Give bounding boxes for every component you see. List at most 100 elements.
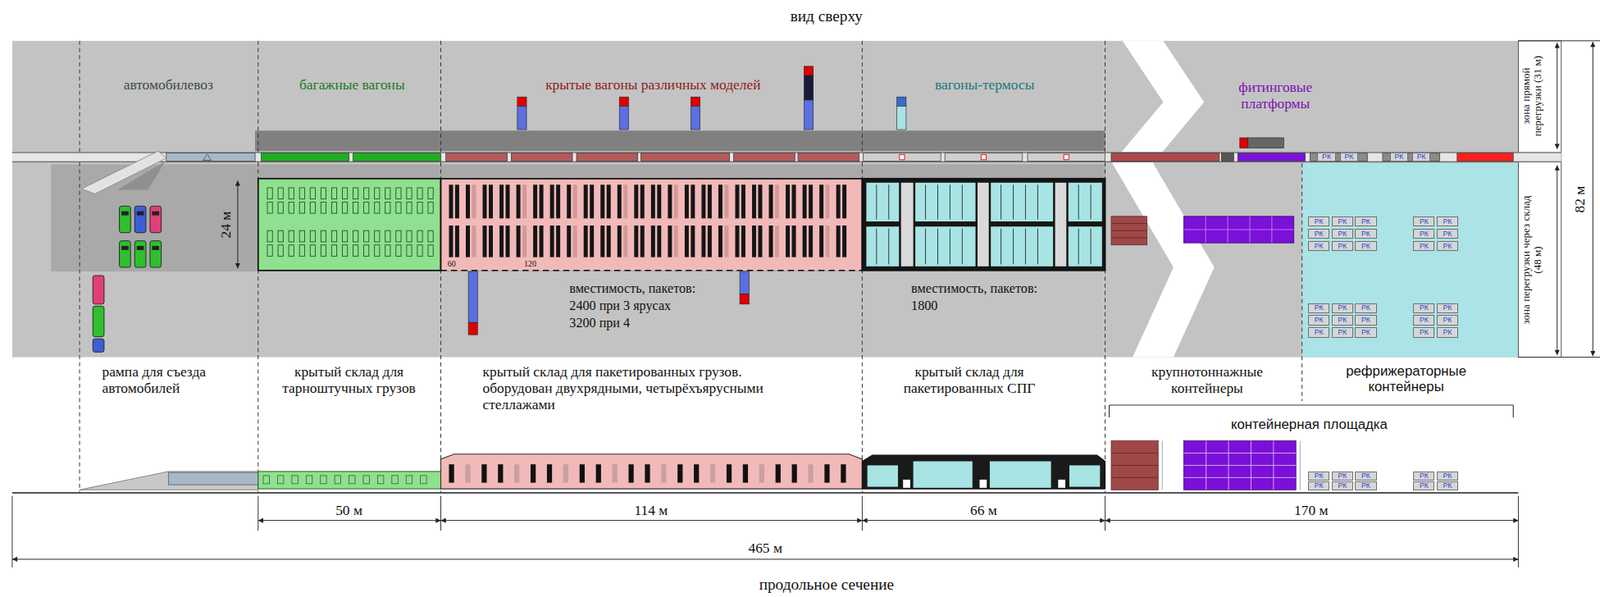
shelf: [288, 201, 294, 214]
rack: [499, 225, 504, 258]
container-box: РК: [1413, 228, 1435, 239]
container-box: РК: [1436, 471, 1459, 481]
container-code: РК: [1361, 316, 1371, 324]
truck: [739, 271, 749, 294]
rack: [825, 184, 830, 219]
container-code: РК: [1443, 304, 1453, 312]
rack: [734, 184, 739, 219]
rack: [533, 184, 538, 219]
rack: [455, 225, 460, 258]
cell-line: [875, 228, 877, 265]
drawing-label: 170 м: [1292, 501, 1330, 519]
dimension-tick: [440, 496, 442, 531]
rack: [589, 225, 594, 258]
shelf: [364, 230, 370, 242]
car-ramp-side: [117, 161, 165, 191]
section-window: [277, 475, 283, 484]
shelf: [396, 230, 402, 242]
loading-platform: [255, 130, 1105, 151]
shelf: [299, 230, 305, 242]
dimension-line: [441, 519, 863, 521]
section-window: [612, 464, 618, 483]
rack: [505, 184, 511, 219]
rack: [802, 184, 807, 219]
rack: [785, 184, 790, 219]
cell-line: [1000, 184, 1002, 219]
rack: [651, 184, 656, 219]
aisle: [977, 182, 990, 267]
rack: [583, 225, 589, 258]
shelf: [309, 187, 315, 200]
section-window: [377, 475, 383, 484]
section-window: [497, 464, 503, 483]
section-window: [563, 464, 569, 483]
container-code: РК: [1361, 230, 1371, 238]
car-window: [136, 211, 145, 216]
section-window: [420, 475, 427, 484]
drawing-label: фитинговые платформы: [1224, 78, 1327, 112]
warehouse-wall: [441, 269, 863, 271]
container-box: РК: [1354, 471, 1377, 481]
bracket: [1108, 405, 1110, 418]
rack: [825, 225, 830, 258]
section-door: [1057, 479, 1066, 488]
bracket: [1513, 405, 1514, 418]
shelf: [417, 245, 423, 257]
drawing-label: 3200 при 4: [569, 315, 630, 332]
rack: [656, 184, 661, 219]
container-code: РК: [1419, 316, 1429, 324]
rack: [533, 225, 538, 258]
rail-wagon: [1027, 153, 1106, 162]
drawing-label: 2400 при 3 ярусах: [569, 298, 671, 315]
rack: [774, 184, 780, 219]
drawing-label: крытый склад для пакетированных грузов. …: [483, 363, 805, 413]
rail-wagon: [261, 153, 350, 162]
section-window: [628, 464, 634, 483]
zone-frame: [1517, 41, 1561, 358]
car-window: [121, 246, 129, 251]
drawing-label: контейнерная площадка: [1230, 416, 1388, 433]
break-mark: [1112, 41, 1214, 358]
shelf: [331, 230, 337, 242]
container-code: РК: [1314, 328, 1324, 337]
rack: [701, 225, 706, 258]
container-code: РК: [1314, 316, 1324, 324]
drawing-label: 120: [522, 259, 538, 269]
dimension-tick: [257, 496, 259, 531]
shelf: [267, 230, 273, 242]
rack: [483, 225, 488, 258]
container-code: РК: [1443, 472, 1453, 480]
dimension-tick: [1517, 40, 1600, 42]
rack: [842, 184, 847, 219]
rack: [667, 184, 672, 219]
car: [150, 205, 162, 233]
car: [134, 205, 146, 233]
rack: [633, 225, 639, 258]
rack: [505, 225, 511, 258]
cold-cell: [990, 226, 1053, 267]
truck: [897, 96, 907, 106]
container-box: РК: [1331, 481, 1354, 491]
rack: [684, 184, 689, 219]
shelf: [288, 230, 294, 242]
container-box: РК: [1308, 481, 1330, 491]
section-window: [726, 464, 732, 483]
container-line: [1183, 464, 1296, 466]
cell-line: [961, 228, 963, 265]
container-code: РК: [1443, 482, 1453, 490]
rail-wagon: [1221, 153, 1234, 162]
section-window: [464, 464, 470, 483]
rack: [667, 225, 672, 258]
rack: [471, 225, 476, 258]
container-code: РК: [1314, 230, 1324, 238]
section-window: [644, 464, 650, 483]
rack: [623, 225, 628, 258]
container-box: РК: [1354, 228, 1377, 239]
container-code: РК: [1443, 328, 1453, 337]
rack: [539, 225, 544, 258]
drawing-label: 66 м: [968, 501, 999, 519]
section-window: [530, 464, 536, 483]
shelf: [364, 201, 370, 214]
container-code: РК: [1337, 304, 1347, 312]
shelf: [374, 230, 380, 242]
